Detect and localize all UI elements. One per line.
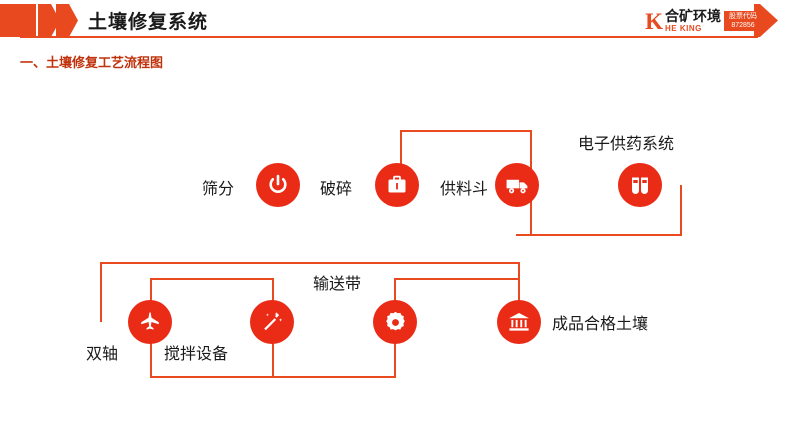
logo-stock-badge: 股票代码 872856 — [724, 11, 762, 31]
gear-icon — [383, 310, 408, 335]
truck-icon — [505, 173, 530, 198]
connector-mid-horizontal — [100, 262, 520, 264]
connector-dosing-down-vertical — [680, 185, 682, 236]
node-screening[interactable] — [256, 163, 300, 207]
logo-badge-line2: 872856 — [731, 22, 755, 29]
node-label-crushing: 破碎 — [320, 181, 353, 198]
connector-lower-bottom-horizontal — [150, 376, 396, 378]
logo-name-en: HE KING — [665, 24, 702, 33]
connector-mid-right-vertical — [518, 262, 520, 322]
plane-icon — [138, 310, 162, 334]
node-dual-shaft[interactable] — [128, 300, 172, 344]
node-label-feed-hopper: 供料斗 — [440, 181, 489, 198]
section-title: 一、土壤修复工艺流程图 — [20, 55, 164, 70]
node-product[interactable] — [497, 300, 541, 344]
bank-icon — [507, 310, 531, 334]
node-label-dual-shaft: 双轴 — [86, 346, 119, 363]
node-label-mixer: 搅拌设备 — [164, 346, 229, 363]
connector-feed-bottom-horizontal — [516, 234, 682, 236]
node-conveyor[interactable] — [373, 300, 417, 344]
page-title: 土壤修复系统 — [88, 12, 209, 33]
magic-wand-icon — [260, 310, 284, 334]
connector-mid-left-vertical — [100, 262, 102, 322]
logo-mark: K — [645, 8, 663, 34]
logo-text-block: 合矿环境 HE KING — [665, 9, 721, 33]
node-feed-hopper[interactable] — [495, 163, 539, 207]
node-dosing[interactable] — [618, 163, 662, 207]
connector-top-left-vertical — [400, 130, 402, 185]
double-chevron-icon-2 — [56, 4, 78, 37]
node-label-dosing: 电子供药系统 — [578, 136, 675, 153]
page-header: 土壤修复系统 K 合矿环境 HE KING 股票代码 872856 — [0, 0, 800, 40]
logo-name-cn: 合矿环境 — [665, 8, 721, 24]
logo-badge-line1: 股票代码 — [729, 13, 757, 20]
node-label-screening: 筛分 — [202, 181, 235, 198]
node-mixer[interactable] — [250, 300, 294, 344]
dual-tank-icon — [628, 173, 652, 197]
node-crushing[interactable] — [375, 163, 419, 207]
company-logo: K 合矿环境 HE KING 股票代码 872856 — [645, 6, 762, 36]
node-label-product: 成品合格土壤 — [552, 316, 649, 333]
header-underline — [20, 36, 758, 38]
double-chevron-icon — [38, 4, 60, 37]
connector-top-horizontal — [400, 130, 532, 132]
connector-lower-horizontal-b — [394, 278, 518, 280]
briefcase-icon — [385, 173, 409, 197]
node-label-conveyor: 输送带 — [313, 276, 362, 293]
connector-lower-horizontal-a — [150, 278, 274, 280]
power-icon — [266, 173, 290, 197]
header-white-fill — [36, 4, 754, 37]
